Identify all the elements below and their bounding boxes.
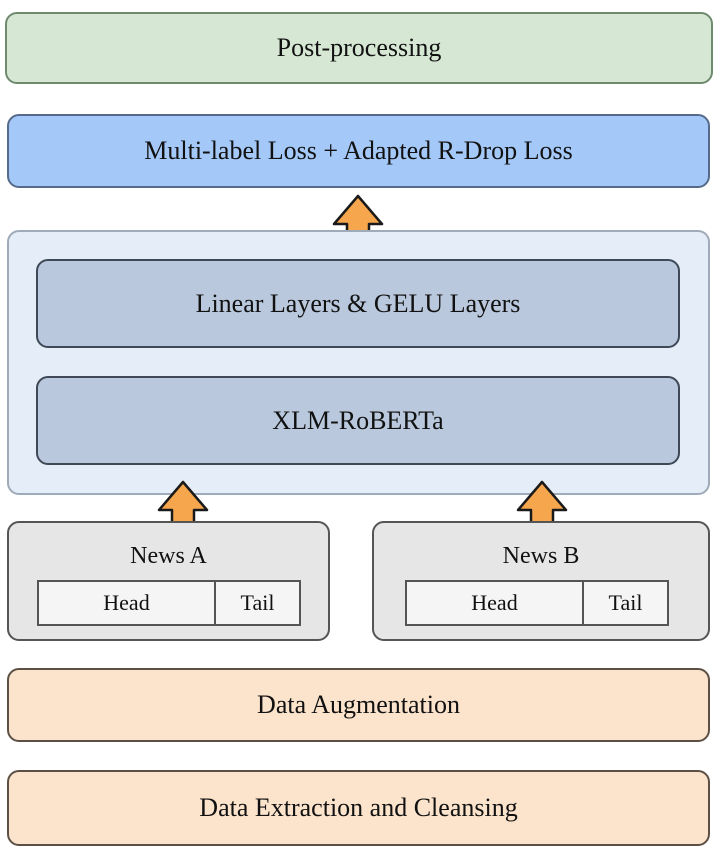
news-a-title: News A [130,543,207,569]
news-b-head: Head [407,582,584,624]
news-a-tail: Tail [240,590,275,615]
linear-gelu-layers-box: Linear Layers & GELU Layers [36,259,680,348]
news-a-head: Head [39,582,216,624]
post-processing-box: Post-processing [5,12,713,84]
news-b-segments: Head Tail [405,580,669,626]
post-processing-label: Post-processing [276,33,442,62]
news-b-tail: Tail [608,590,643,615]
data-augmentation-label: Data Augmentation [257,690,460,719]
news-b-title: News B [502,543,580,569]
data-extraction-box: Data Extraction and Cleansing [7,770,710,846]
xlm-roberta-label: XLM-RoBERTa [272,405,444,435]
data-augmentation-box: Data Augmentation [7,668,710,742]
news-a-segments: Head Tail [37,580,301,626]
xlm-roberta-box: XLM-RoBERTa [36,376,680,465]
loss-label: Multi-label Loss + Adapted R-Drop Loss [144,136,573,165]
linear-gelu-label: Linear Layers & GELU Layers [195,288,521,318]
news-b-box: News B Head Tail [372,521,710,641]
data-extraction-label: Data Extraction and Cleansing [199,793,518,822]
news-a-box: News A Head Tail [7,521,330,641]
loss-box: Multi-label Loss + Adapted R-Drop Loss [7,114,710,188]
